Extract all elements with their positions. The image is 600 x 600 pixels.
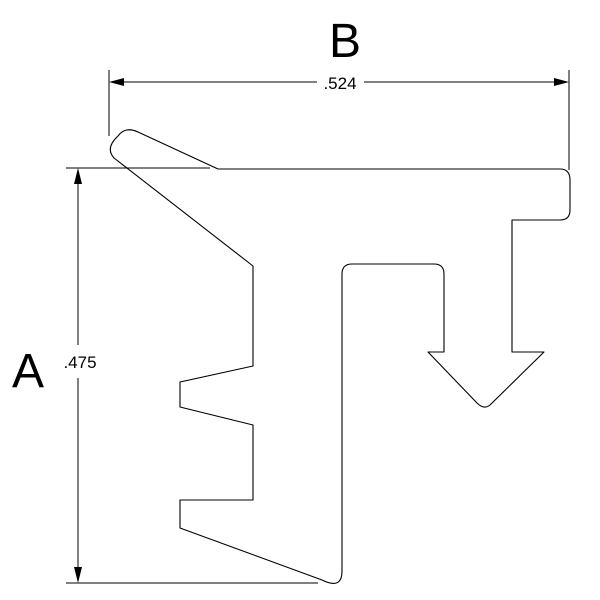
dimension-b-arrow-right [554, 78, 569, 86]
extrusion-profile-outline [109, 129, 571, 584]
dimension-a: A .475 [12, 167, 318, 584]
dimension-a-value: .475 [63, 353, 96, 372]
dimension-b-letter: B [329, 15, 361, 68]
dimension-a-arrow-bottom [74, 567, 82, 583]
dimension-b: B .524 [108, 15, 570, 170]
dimension-b-value: .524 [323, 74, 356, 93]
dimension-b-arrow-left [109, 78, 124, 86]
dimension-a-letter: A [12, 345, 44, 398]
dimension-a-arrow-top [74, 168, 82, 184]
